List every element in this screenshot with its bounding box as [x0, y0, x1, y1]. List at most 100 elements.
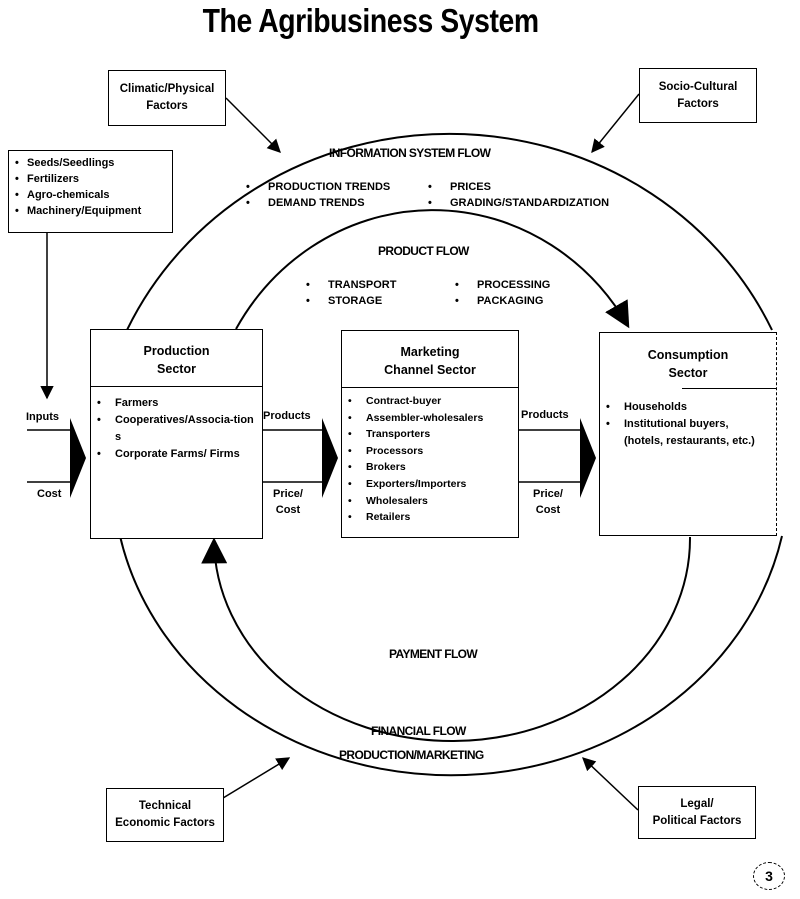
production-marketing-connector: [262, 418, 338, 498]
page-number-badge: 3: [753, 862, 785, 890]
sector-title-line: Sector: [668, 365, 708, 380]
climatic-arrow: [225, 97, 281, 153]
list-item: • Fertilizers: [15, 171, 166, 187]
flow-item-label: TRANSPORT: [328, 279, 397, 291]
diagram-title: The Agribusiness System: [202, 2, 539, 39]
bullet-icon: •: [348, 511, 352, 524]
bullet-icon: •: [15, 189, 19, 201]
list-item: •Contract-buyer: [348, 393, 512, 410]
sector-item-label: Farmers: [115, 397, 159, 409]
list-item: • Farmers: [97, 395, 256, 412]
factor-line: Factors: [146, 100, 188, 112]
list-item: •PROCESSING: [455, 277, 550, 293]
sector-title-line: Consumption: [647, 347, 729, 362]
input-item-label: Agro-chemicals: [27, 189, 110, 201]
sector-item-label: Processors: [366, 444, 424, 457]
flow-item-label: PRICES: [450, 181, 491, 193]
products-label: Products: [263, 410, 311, 422]
factor-line: Legal/: [680, 797, 714, 810]
list-item: •GRADING/STANDARDIZATION: [428, 195, 609, 211]
sector-item-label: Exporters/Importers: [366, 477, 467, 490]
factor-line: Socio-Cultural: [658, 80, 738, 93]
list-item: • Processors: [348, 443, 512, 460]
sector-item-label: Assembler-wholesalers: [366, 411, 484, 424]
price-cost-label: Price/Cost: [273, 486, 303, 518]
information-flow-arc: [126, 132, 773, 331]
sector-item-label: Retailers: [366, 511, 411, 524]
bullet-icon: •: [97, 414, 101, 426]
list-item: •Corporate Farms/ Firms: [97, 446, 256, 463]
legal-arrow: [582, 757, 639, 811]
financial-flow-arc: [119, 535, 783, 777]
bullet-icon: •: [15, 173, 19, 185]
flow-item-label: STORAGE: [328, 295, 383, 307]
cost-text: Cost: [535, 504, 561, 516]
flow-item-label: PROCESSING: [477, 279, 551, 291]
bullet-icon: •: [348, 477, 352, 490]
sector-item-label: Cooperatives/Associa-tions: [115, 414, 254, 443]
sector-item-label: Brokers: [366, 461, 406, 474]
bullet-icon: •: [348, 444, 352, 457]
financial-flow-sublabel: PRODUCTION/MARKETING: [339, 748, 484, 762]
flow-item-label: PRODUCTION TRENDS: [268, 181, 391, 193]
bullet-icon: •: [246, 181, 250, 193]
bullet-icon: •: [306, 295, 310, 307]
list-item: •PACKAGING: [455, 293, 550, 309]
inputs-chevron-icon: [70, 418, 86, 498]
factor-line: Factors: [677, 97, 719, 110]
inputs-list-box: •Seeds/Seedlings • Fertilizers • Agro-chem…: [8, 150, 173, 233]
bullet-icon: •: [455, 295, 459, 307]
marketing-consumption-connector: [518, 418, 596, 498]
sector-title-line: Production: [143, 344, 210, 358]
bullet-icon: •: [428, 197, 432, 209]
bullet-icon: •: [606, 401, 610, 413]
bullet-icon: •: [246, 197, 250, 209]
products-chevron-icon: [580, 418, 596, 498]
list-item: • Assembler-wholesalers: [348, 410, 512, 427]
input-item-label: Machinery/Equipment: [27, 205, 142, 217]
legal-political-factors-box: Legal/Political Factors: [638, 786, 756, 839]
flow-item-label: DEMAND TRENDS: [268, 197, 365, 209]
cost-text: Cost: [275, 504, 301, 516]
list-item: •Institutional buyers, (hotels, restaura…: [606, 416, 770, 450]
list-item: • Brokers: [348, 459, 512, 476]
sector-title-line: Channel Sector: [384, 363, 476, 377]
sector-item-label: Transporters: [366, 428, 431, 441]
list-item: •Seeds/Seedlings: [15, 155, 166, 171]
sector-item-label: Wholesalers: [366, 494, 428, 507]
list-item: • Households: [606, 399, 770, 416]
payment-flow-label: PAYMENT FLOW: [389, 647, 478, 661]
list-item: • Agro-chemicals: [15, 187, 166, 203]
factor-line: Technical: [138, 800, 192, 812]
products-chevron-icon: [322, 418, 338, 498]
bullet-icon: •: [348, 411, 352, 424]
list-item: •Machinery/Equipment: [15, 203, 166, 219]
bullet-icon: •: [97, 448, 101, 460]
price-label: Price/: [533, 488, 563, 500]
bullet-icon: •: [428, 181, 432, 193]
bullet-icon: •: [97, 397, 101, 409]
list-item: • TRANSPORT: [306, 277, 396, 293]
bullet-icon: •: [348, 461, 352, 474]
input-item-label: Fertilizers: [27, 173, 79, 185]
sector-title-line: Sector: [157, 362, 196, 376]
list-item: •Wholesalers: [348, 493, 512, 510]
bullet-icon: •: [306, 279, 310, 291]
information-flow-list-left: • PRODUCTION TRENDS • DEMAND TRENDS: [246, 179, 390, 211]
bullet-icon: •: [606, 418, 610, 430]
price-cost-label: Price/Cost: [533, 486, 563, 518]
payment-flow-arc: [201, 536, 692, 743]
product-flow-list-right: •PROCESSING •PACKAGING: [455, 277, 550, 309]
sector-item-label: Households: [624, 401, 687, 413]
list-item: • Exporters/Importers: [348, 476, 512, 493]
consumption-divider: [682, 388, 776, 389]
